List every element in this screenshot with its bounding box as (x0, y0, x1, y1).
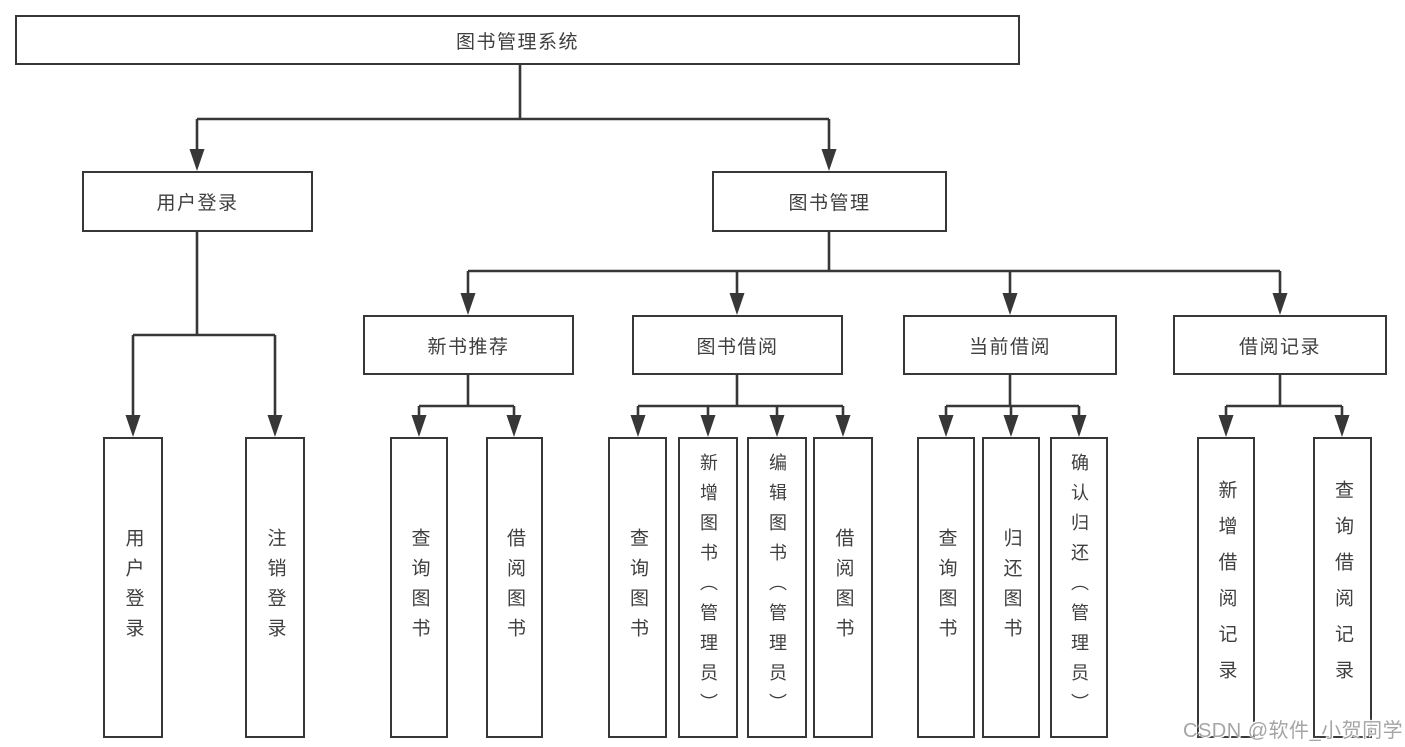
connector-root-to-level2 (195, 65, 831, 158)
node-borrow-records-label: 借阅记录 (1238, 336, 1321, 358)
leaf-query-books-3-label: 查询图书 (935, 527, 957, 648)
leaf-user-login: 用户登录 (103, 437, 163, 738)
leaf-add-borrow-record: 新增借阅记录 (1197, 437, 1255, 738)
node-book-management: 图书管理 (712, 171, 947, 232)
node-book-borrow-label: 图书借阅 (696, 336, 779, 358)
leaf-edit-books-admin: 编辑图书（管理员） (747, 437, 807, 738)
leaf-query-borrow-record: 查询借阅记录 (1313, 437, 1372, 738)
node-user-login-label: 用户登录 (156, 193, 239, 214)
leaf-query-books-2: 查询图书 (608, 437, 667, 738)
node-book-borrow: 图书借阅 (632, 315, 843, 375)
leaf-edit-books-admin-label: 编辑图书（管理员） (767, 452, 787, 723)
connector-borrowrecords-to-leaves (1224, 375, 1344, 424)
node-new-book-recommend: 新书推荐 (363, 315, 574, 375)
connector-bookmgmt-to-level3 (466, 232, 1282, 302)
node-current-borrow-label: 当前借阅 (968, 336, 1051, 358)
leaf-borrow-books-1: 借阅图书 (486, 437, 543, 738)
leaf-confirm-return-admin: 确认归还（管理员） (1050, 437, 1108, 738)
leaf-confirm-return-admin-label: 确认归还（管理员） (1069, 452, 1089, 723)
leaf-borrow-books-2-label: 借阅图书 (832, 527, 854, 648)
watermark-text: CSDN @软件_小贺同学 (1183, 720, 1404, 742)
leaf-query-books-3: 查询图书 (917, 437, 975, 738)
leaf-logout: 注销登录 (245, 437, 305, 738)
leaf-borrow-books-2: 借阅图书 (813, 437, 873, 738)
node-book-management-label: 图书管理 (788, 193, 871, 214)
connector-newbook-to-leaves (417, 375, 516, 424)
connector-userlogin-to-leaves (131, 232, 277, 424)
leaf-add-books-admin-label: 新增图书（管理员） (698, 452, 718, 723)
arrowheads (125, 149, 1350, 437)
node-new-book-recommend-label: 新书推荐 (427, 336, 510, 358)
leaf-borrow-books-1-label: 借阅图书 (504, 527, 525, 648)
leaf-logout-label: 注销登录 (264, 527, 286, 648)
node-user-login: 用户登录 (82, 171, 313, 232)
leaf-return-books-label: 归还图书 (1000, 527, 1022, 648)
node-current-borrow: 当前借阅 (903, 315, 1117, 375)
leaf-add-borrow-record-label: 新增借阅记录 (1215, 479, 1237, 696)
leaf-query-books-1: 查询图书 (390, 437, 448, 738)
leaf-user-login-label: 用户登录 (122, 527, 144, 648)
leaf-add-books-admin: 新增图书（管理员） (678, 437, 738, 738)
leaf-query-books-1-label: 查询图书 (408, 527, 430, 648)
connector-bookborrow-to-leaves (636, 375, 845, 424)
leaf-query-books-2-label: 查询图书 (627, 527, 648, 648)
leaf-return-books: 归还图书 (982, 437, 1040, 738)
node-root-label: 图书管理系统 (455, 31, 579, 53)
node-root: 图书管理系统 (15, 15, 1020, 65)
node-borrow-records: 借阅记录 (1173, 315, 1387, 375)
leaf-query-borrow-record-label: 查询借阅记录 (1332, 479, 1353, 696)
